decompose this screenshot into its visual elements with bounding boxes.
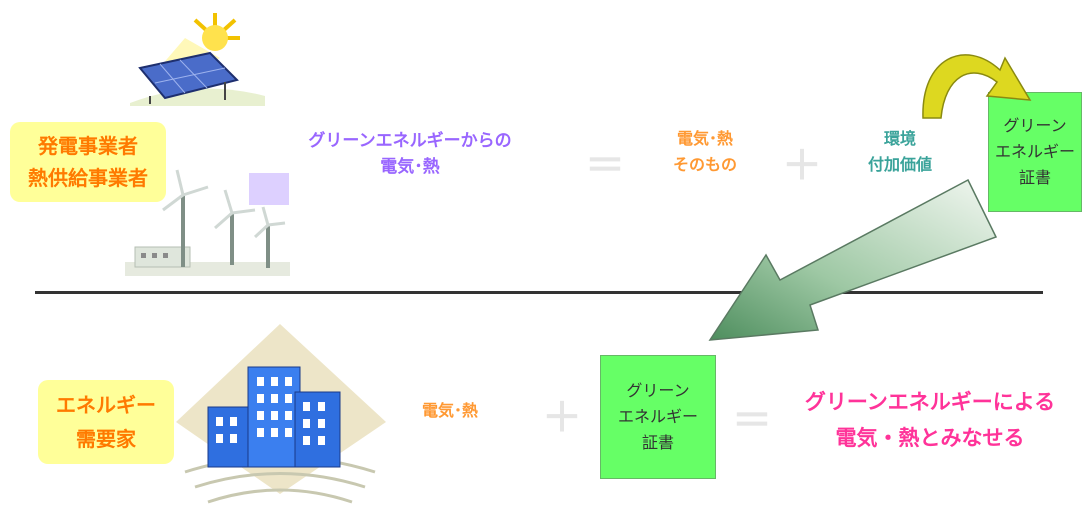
- equals-operator-top: ＝: [585, 143, 625, 189]
- green-energy-source-line1: グリーンエネルギーからの: [308, 131, 512, 151]
- result-line2: 電気・熱とみなせる: [835, 426, 1025, 450]
- result-text: グリーンエネルギーによる 電気・熱とみなせる: [780, 384, 1080, 456]
- consumer-label-line2: 需要家: [76, 427, 136, 451]
- result-line1: グリーンエネルギーによる: [804, 390, 1056, 414]
- certificate-top-line3: 証書: [1018, 168, 1051, 187]
- green-energy-source-text: グリーンエネルギーからの 電気･熱: [270, 128, 550, 180]
- certificate-bottom-line3: 証書: [641, 433, 674, 452]
- supplier-label-line2: 熱供給事業者: [28, 166, 148, 190]
- green-energy-certificate-bottom: グリーン エネルギー 証書: [600, 355, 716, 479]
- curved-arrow-icon: [922, 54, 1032, 119]
- supplier-label-line1: 発電事業者: [38, 134, 138, 158]
- consumer-label: エネルギー 需要家: [38, 380, 174, 464]
- environmental-value-line1: 環境: [883, 129, 916, 148]
- electricity-heat-itself-line2: そのもの: [672, 155, 737, 174]
- electricity-heat-itself-line1: 電気･熱: [676, 129, 733, 148]
- wind-turbines-illustration: [125, 169, 290, 276]
- electricity-heat-itself-text: 電気･熱 そのもの: [650, 126, 760, 178]
- consumer-label-line1: エネルギー: [56, 393, 156, 417]
- green-energy-certificate-top: グリーン エネルギー 証書: [988, 92, 1082, 212]
- equals-operator-bottom: ＝: [732, 398, 772, 444]
- certificate-bottom-line1: グリーン: [626, 381, 690, 400]
- certificate-bottom-line2: エネルギー: [617, 407, 698, 426]
- plus-operator-top: ＋: [782, 143, 822, 189]
- building-illustration: [176, 324, 386, 504]
- environmental-value-line2: 付加価値: [867, 155, 932, 174]
- section-divider: [35, 291, 1043, 294]
- consumer-electricity-heat-text: 電気･熱: [421, 401, 478, 420]
- solar-panel-illustration: [130, 13, 265, 106]
- transfer-arrow-icon: [708, 178, 998, 341]
- certificate-top-line1: グリーン: [1003, 116, 1067, 135]
- certificate-top-line2: エネルギー: [994, 142, 1075, 161]
- green-energy-source-line2: 電気･熱: [380, 157, 440, 177]
- environmental-value-text: 環境 付加価値: [840, 126, 960, 178]
- plus-operator-bottom: ＋: [542, 395, 582, 441]
- supplier-label: 発電事業者 熱供給事業者: [10, 122, 166, 202]
